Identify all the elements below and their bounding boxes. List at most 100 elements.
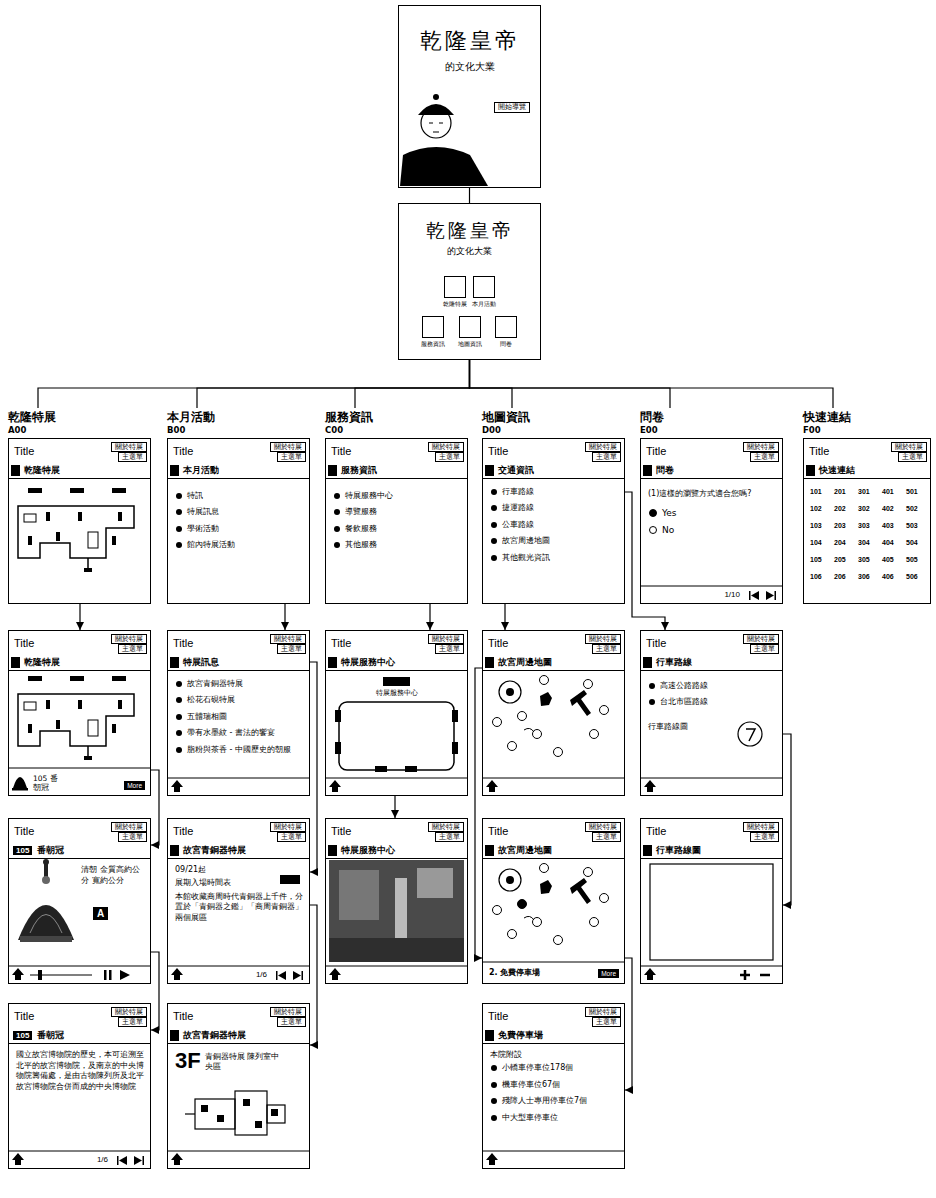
up-arrow-icon [644, 780, 656, 792]
link-number: 101 [810, 488, 822, 495]
last-page-icon [775, 591, 777, 600]
bar-line [482, 1151, 625, 1152]
button-label: 主選單 [754, 646, 775, 653]
button-label: 關於特展 [895, 444, 923, 451]
tree-line [470, 360, 671, 408]
map-marker [28, 488, 42, 493]
display-case [375, 766, 387, 772]
map-point [540, 676, 549, 685]
display-case [56, 720, 60, 729]
service-photo [395, 878, 407, 938]
link-number: 505 [906, 556, 918, 563]
screen-title: Title [14, 1010, 34, 1022]
link-number: 304 [858, 539, 870, 546]
first-page-icon [276, 971, 278, 980]
map-point [518, 900, 527, 909]
menu-button: 主選單 [750, 832, 779, 842]
navigation-arrow [394, 796, 395, 818]
link-number: 302 [858, 505, 870, 512]
section-name: 問卷 [640, 410, 664, 425]
navigation-arrow [310, 662, 317, 872]
icon-label: 服務資訊 [416, 340, 450, 349]
up-arrow-icon [171, 780, 183, 792]
screen-content: 行車路線捷運路線公車路線故宮周邊地圖其他觀光資訊 [490, 487, 618, 599]
court-hat [20, 936, 72, 942]
heading-text: 特展訊息 [183, 657, 219, 669]
button-label: 主選單 [596, 834, 617, 841]
tree-line [469, 188, 470, 203]
app-title: 乾隆皇帝 [399, 218, 540, 244]
app-subtitle: 的文化大業 [399, 245, 540, 258]
heading-text: 行車路線圖 [656, 845, 701, 857]
heading-band: 乾隆特展 [9, 655, 150, 671]
room [88, 720, 98, 736]
menu-item: 餐飲服務 [333, 524, 461, 534]
map-point [508, 930, 517, 939]
section-code: D00 [482, 425, 501, 435]
link-number: 301 [858, 488, 870, 495]
link-number: 503 [906, 522, 918, 529]
map-point [518, 712, 527, 721]
map-landmark [570, 690, 591, 716]
bar-line [8, 966, 151, 967]
entrance-mark [87, 746, 89, 756]
zoom-out-icon [760, 974, 770, 977]
court-hat [43, 859, 49, 865]
navigation-arrow [284, 604, 285, 630]
button-label: 關於特展 [432, 824, 460, 831]
bar-line [8, 768, 151, 769]
menu-item: 其他服務 [333, 540, 461, 550]
menu-item: 館內特展活動 [175, 540, 303, 550]
button-label: 關於特展 [589, 444, 617, 451]
display-case [452, 742, 458, 754]
screen-content [490, 677, 618, 775]
item-number: 105 [13, 1031, 32, 1040]
floor-plan [339, 702, 454, 770]
heading-text: 免費停車場 [498, 1030, 543, 1042]
screen-frame: 09/21起展期入場時間表本館收藏商周時代青銅器上千件，分置於「青銅器之鑑」「商… [167, 818, 310, 984]
icon-label: 地圖資訊 [453, 340, 487, 349]
button-label: 開始導覽 [498, 104, 526, 111]
heading-band: 105番朝冠 [9, 843, 150, 859]
icon-label: 乾隆特展 [438, 300, 472, 309]
screen-title: Title [14, 445, 34, 457]
menu-button: 主選單 [435, 832, 464, 842]
button-label: More [127, 782, 142, 789]
section-code: B00 [167, 425, 185, 435]
bar-line [167, 1151, 310, 1152]
map-marker [28, 676, 42, 681]
menu-button: 關於特展 [428, 822, 464, 832]
link-number: 306 [858, 573, 870, 580]
heading-band: 問卷 [641, 463, 782, 479]
audio-guide-icon [13, 777, 27, 788]
menu-item: 導覽服務 [333, 507, 461, 517]
heading-text: 乾隆特展 [24, 465, 60, 477]
schedule-button [280, 875, 300, 884]
heading-band: 故宮青銅器特展 [168, 1028, 309, 1044]
menu-item: 機車停車位67個 [490, 1080, 618, 1090]
menu-item: 捷運路線 [490, 503, 618, 513]
screen-content: 故宮青銅器特展松花石硯特展五體瑞相圖帶有水墨紋 - 書法的饗宴脂粉與茶香 - 中… [175, 679, 303, 775]
bar-line [167, 966, 310, 967]
button-label: 主選單 [439, 454, 460, 461]
button-label: 關於特展 [589, 824, 617, 831]
icon-label: 本月活動 [467, 300, 501, 309]
screen-frame: 高速公路路線台北市區路線行車路線圖Title關於特展主選單行車路線 [640, 630, 783, 796]
navigation-arrow [625, 958, 632, 1090]
emperor-face [429, 123, 443, 132]
section-name: 快速連結 [803, 410, 851, 425]
menu-button: 關於特展 [428, 634, 464, 644]
menu-item: 小轎車停車位178個 [490, 1063, 618, 1073]
up-arrow-icon [486, 780, 498, 792]
button-label: 關於特展 [432, 444, 460, 451]
screen-title: Title [331, 825, 351, 837]
navigation-arrow [79, 604, 80, 630]
navigation-arrow [475, 668, 482, 958]
heading-text: 本月活動 [183, 465, 219, 477]
menu-item: 行車路線 [490, 487, 618, 497]
menu-item: 松花石硯特展 [175, 695, 303, 705]
route-map-icon [746, 729, 755, 741]
menu-item: 公車路線 [490, 520, 618, 530]
menu-button: 關於特展 [585, 442, 621, 452]
navigation-arrow [504, 604, 505, 630]
